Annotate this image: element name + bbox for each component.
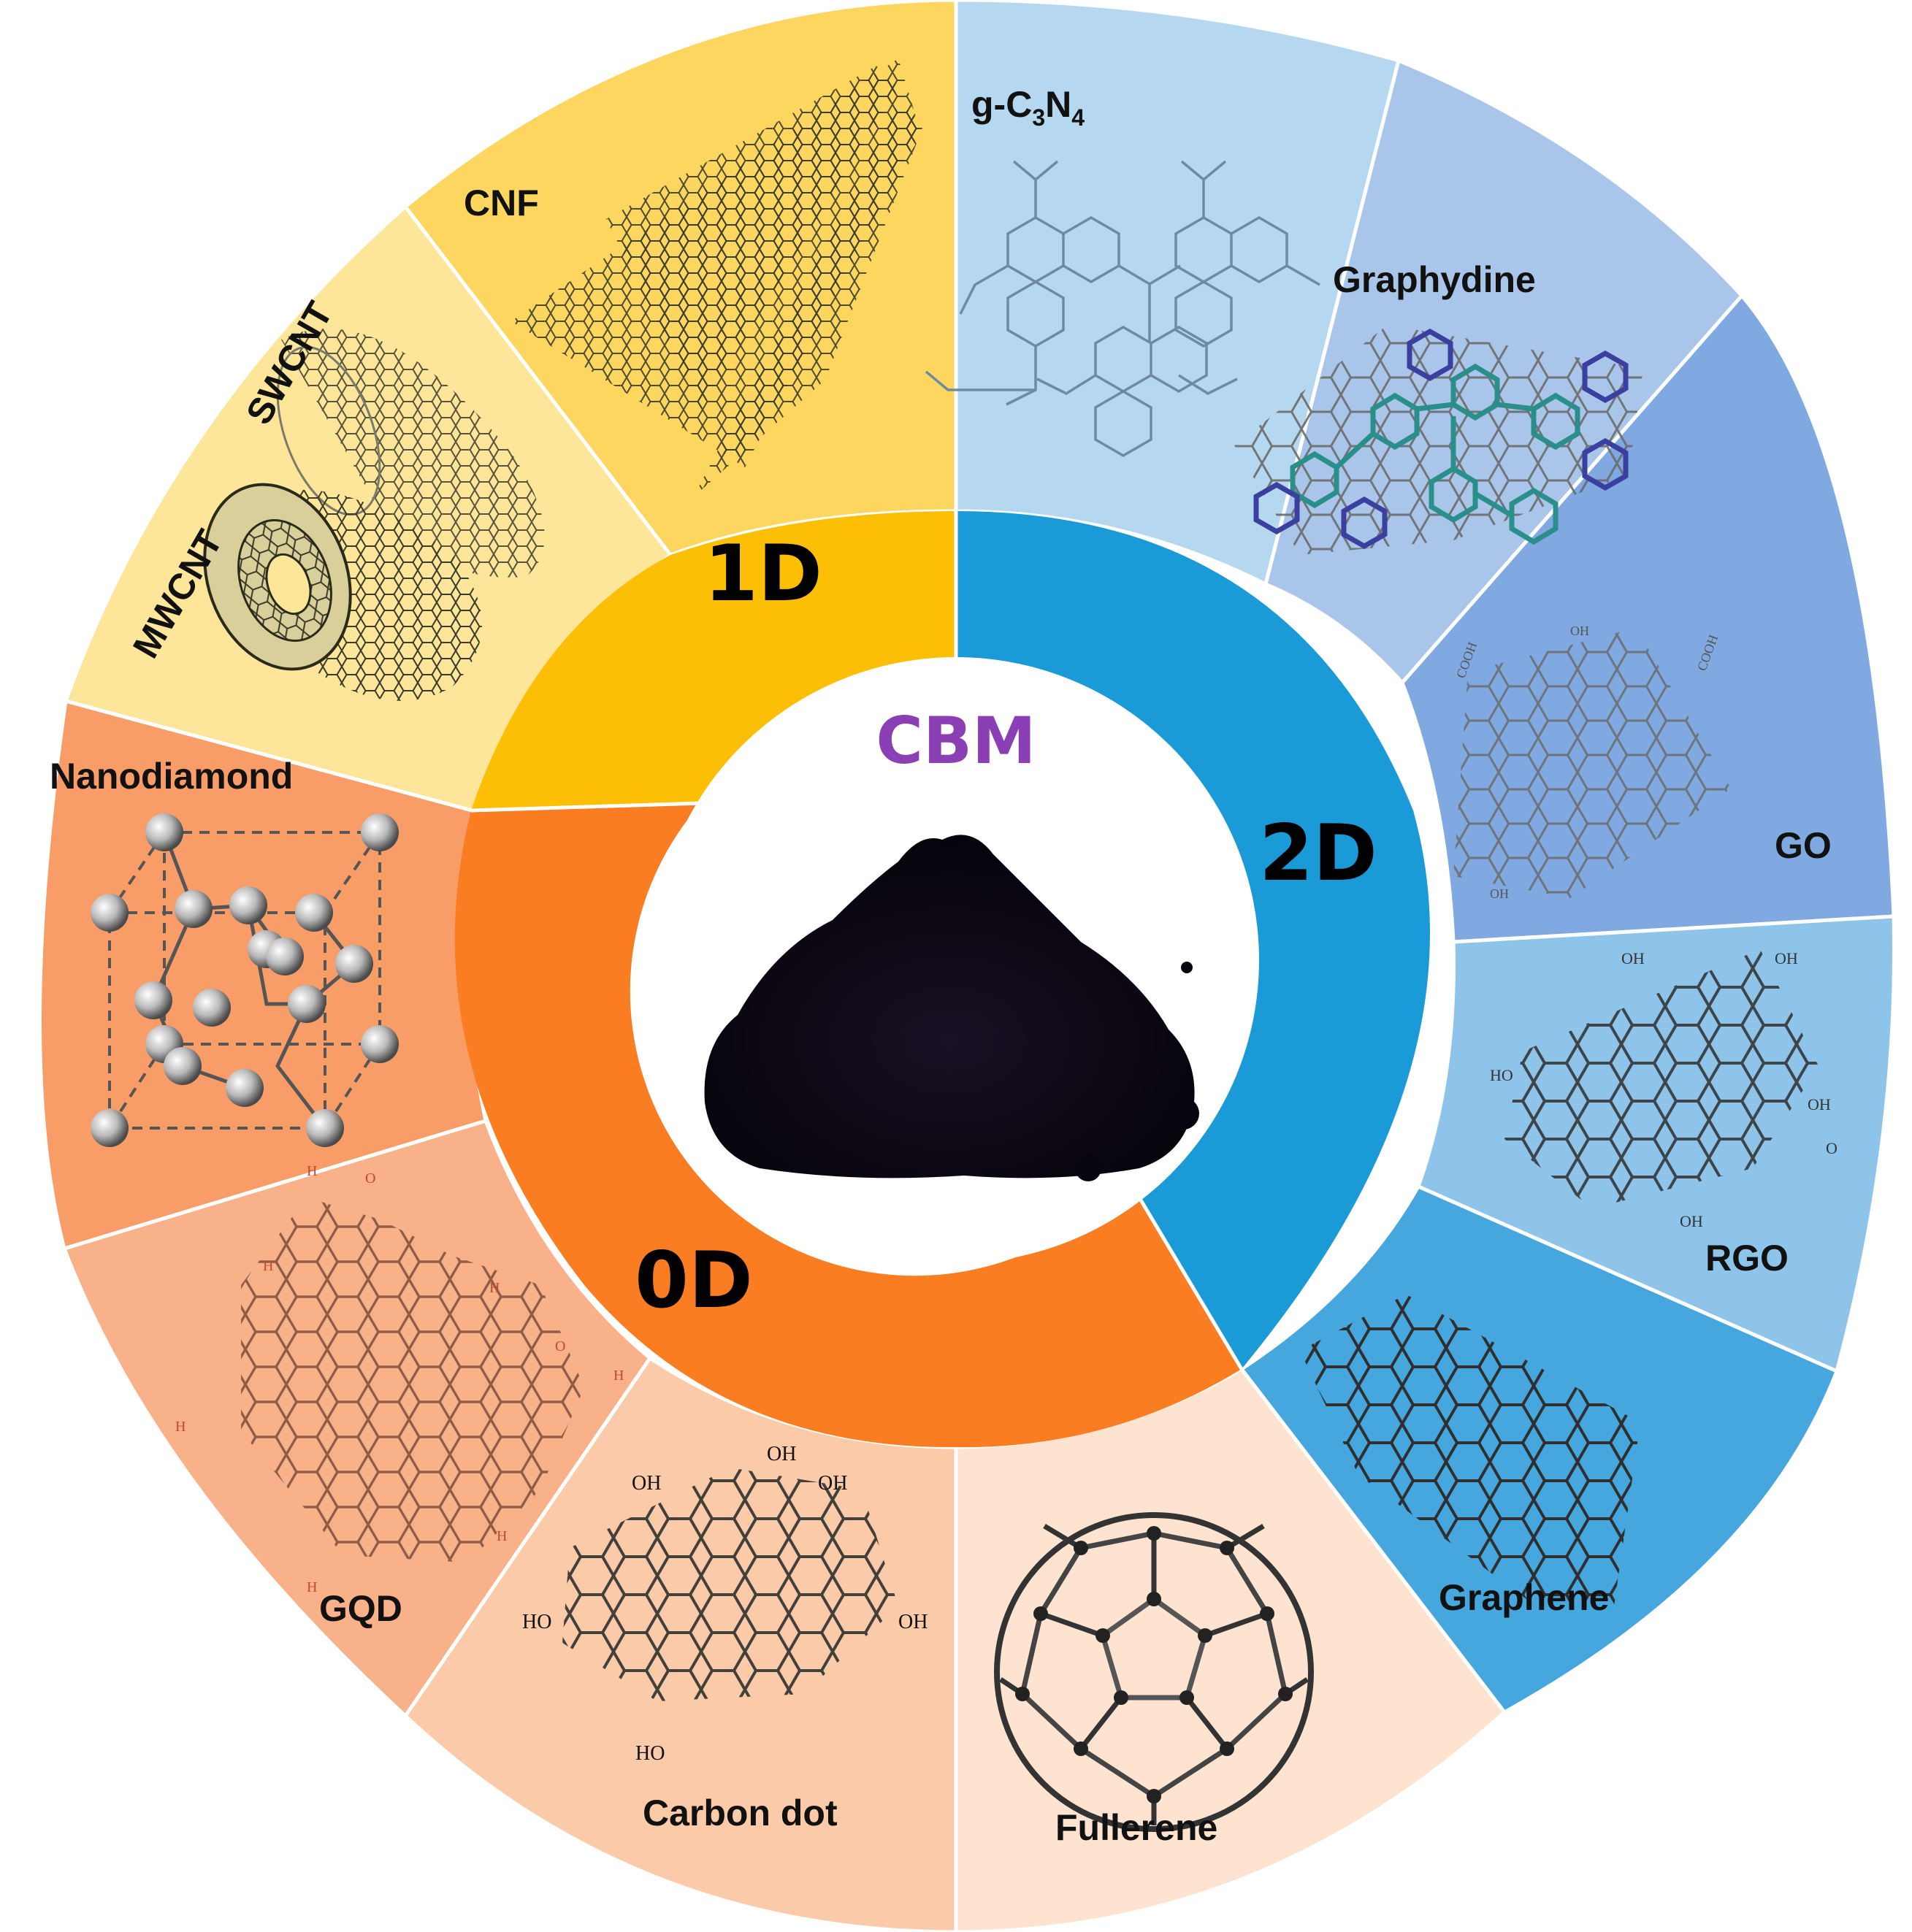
label-0d: 0D [635,1235,753,1325]
label-gcn: g-C3N4 [971,84,1085,131]
go-oh-label-2: OH [1490,886,1509,901]
gqd-o-label-2: O [555,1338,565,1354]
cdot-oh-label: OH [767,1443,796,1465]
gcn-structure-illustration [925,160,1320,458]
cdot-oh-label-2: OH [632,1472,661,1495]
label-gqd: GQD [319,1588,402,1629]
label-cnf: CNF [464,183,539,223]
center-title: CBM [876,703,1036,778]
gqd-o-label: O [365,1170,375,1187]
gqd-h-label-3: H [489,1280,500,1296]
label-2d: 2D [1259,808,1377,898]
label-nanodiamond: Nanodiamond [50,756,293,797]
graphdiyne-structure-illustration [1234,325,1643,555]
rgo-oh-label-4: OH [1680,1212,1703,1230]
label-graphene: Graphene [1439,1577,1609,1618]
center-panel: CBM [653,657,1259,1263]
ring-1d [471,511,956,810]
cdot-oh-label-4: OH [898,1611,928,1633]
cnf-structure-illustration [511,58,924,497]
ring-0d [454,803,1242,1448]
ring-2d [956,511,1430,1369]
rgo-oh-label-2: OH [1621,949,1645,967]
cdot-oh-label-3: OH [818,1472,847,1495]
gqd-h-label-2: H [263,1258,273,1274]
label-rgo: RGO [1705,1238,1789,1279]
gqd-structure-illustration: O H H H H H O H H [175,1163,624,1595]
rgo-ho-label: HO [1490,1066,1513,1084]
label-1d: 1D [704,529,822,618]
label-carbon-dot: Carbon dot [643,1793,838,1833]
gqd-h-label: H [307,1163,317,1179]
fullerene-structure-illustration [994,1512,1314,1832]
cdot-ho-label-2: HO [635,1742,665,1765]
go-structure-illustration: COOH OH COOH OH [1453,624,1731,901]
rgo-o-label: O [1826,1139,1838,1157]
label-graphdiyne: Graphydine [1333,259,1536,300]
label-go: GO [1775,825,1832,866]
go-oh-label: OH [1570,624,1589,638]
carbon-powder-image [704,835,1195,1178]
gqd-h-label-4: H [175,1419,186,1435]
rgo-structure-illustration: OH OH HO OH O OH [1490,949,1838,1230]
atom-spheres [91,813,399,1147]
nanodiamond-structure-illustration [91,813,399,1147]
rgo-oh-label-3: OH [1808,1095,1831,1113]
rgo-oh-label: OH [1775,949,1798,967]
cnt-structure-illustration [203,329,545,701]
cdot-ho-label: HO [522,1611,551,1633]
gqd-h-label-6: H [307,1579,317,1595]
label-fullerene: Fullerene [1055,1807,1217,1848]
gqd-h-label-5: H [613,1368,624,1384]
carbon-dot-structure-illustration: OH OH OH HO OH HO [522,1443,928,1765]
category-ring [454,511,1430,1448]
gqd-h-label-7: H [497,1528,507,1544]
